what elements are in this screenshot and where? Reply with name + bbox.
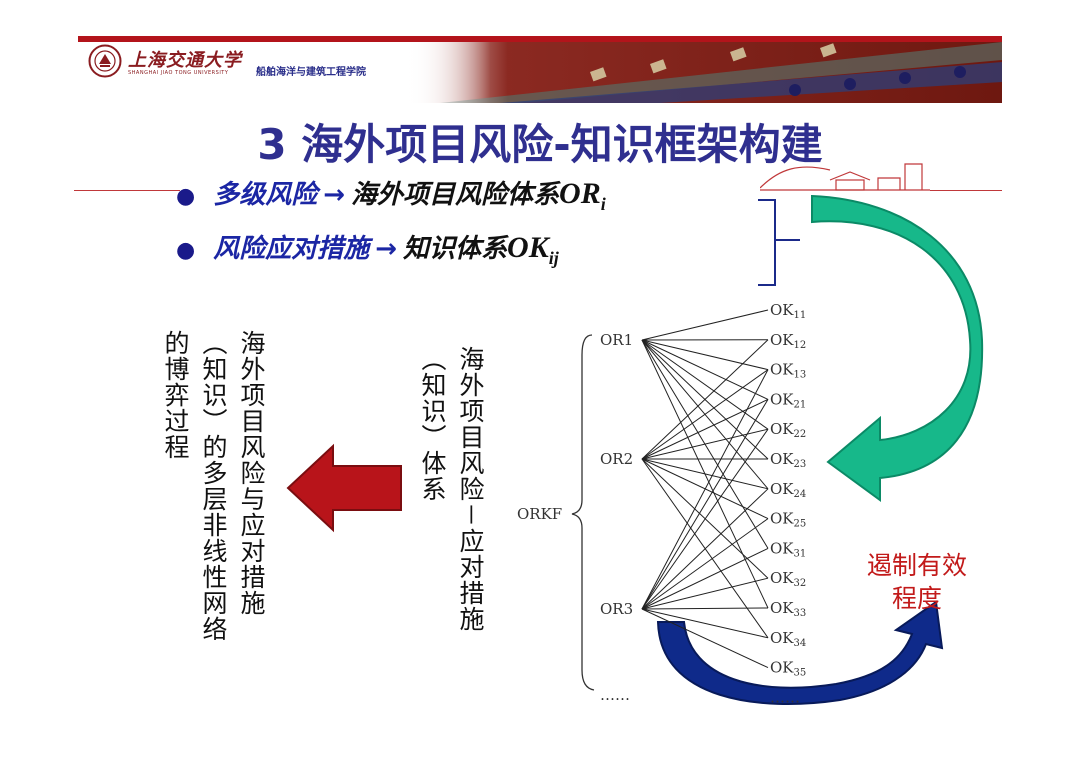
- network-knowledge-nodes: OK11OK12OK13OK21OK22OK23OK24OK25OK31OK32…: [770, 301, 806, 706]
- left-text-line: 的博弈过程: [161, 330, 190, 460]
- knowledge-node-label: OK12: [770, 331, 806, 351]
- network-link: [641, 607, 769, 610]
- knowledge-node-label: OK13: [770, 361, 806, 381]
- network-root-label: ORKF: [517, 505, 562, 523]
- network-link: [641, 369, 769, 610]
- knowledge-node-label: OK22: [770, 420, 806, 440]
- network-link: [641, 369, 769, 460]
- bullet-suffix: 知识体系: [403, 234, 508, 264]
- network-link: [641, 339, 769, 460]
- bullet-dot-icon: ●: [176, 238, 196, 263]
- network-link: [641, 608, 769, 639]
- network-link: [641, 309, 769, 341]
- network-link: [641, 458, 769, 490]
- bullet-symbol: ORi: [559, 177, 606, 214]
- network-link: [641, 339, 769, 400]
- network-link: [641, 399, 769, 610]
- network-link: [641, 428, 769, 460]
- university-seal-icon: [88, 44, 122, 82]
- header-red-bar: [78, 36, 1002, 42]
- bullet-prefix: 多级风险: [213, 180, 318, 210]
- left-vertical-text: 海外项目风险与应对措施 （知识）的多层非线性网络 的博弈过程: [156, 330, 270, 642]
- bullet-prefix: 风险应对措施: [213, 234, 370, 264]
- university-name-cn: 上海交通大学: [128, 50, 242, 71]
- university-name-en: SHANGHAI JIAO TONG UNIVERSITY: [128, 70, 229, 76]
- arrow-right-icon: →: [375, 234, 398, 264]
- bullet-multilevel-risk: ● 多级风险→海外项目风险体系ORi: [176, 174, 606, 215]
- arrow-right-icon: →: [323, 180, 346, 210]
- left-text-line: （知识）的多层非线性网络: [199, 330, 228, 642]
- network-link: [641, 577, 769, 610]
- skyline-outline-icon: [759, 158, 940, 198]
- knowledge-node-label: OK25: [770, 510, 806, 530]
- knowledge-node-label: ……: [770, 688, 800, 706]
- bullet-bracket: [758, 199, 800, 286]
- bullet-symbol: OKij: [507, 231, 559, 268]
- bullet-dot-icon: ●: [176, 184, 196, 209]
- knowledge-node-label: OK24: [770, 480, 806, 500]
- divider-line-left: [74, 190, 180, 191]
- knowledge-node-label: OK21: [770, 390, 806, 410]
- middle-text-line: 海外项目风险－应对措施: [456, 346, 485, 633]
- divider-line-right: [930, 190, 1002, 191]
- network-link: [641, 398, 769, 460]
- network-link: [641, 488, 769, 610]
- middle-text-line: （知识）体系: [418, 346, 447, 502]
- slide-title: 3 海外项目风险-知识框架构建: [257, 120, 823, 169]
- knowledge-node-label: OK11: [770, 301, 806, 321]
- knowledge-node-label: OK34: [770, 629, 806, 649]
- red-left-arrow-icon: [286, 443, 402, 533]
- knowledge-node-label: OK23: [770, 450, 806, 470]
- middle-vertical-text: 海外项目风险－应对措施 （知识）体系: [413, 346, 489, 632]
- knowledge-node-label: OK33: [770, 599, 806, 619]
- risk-node-label: OR2: [600, 450, 633, 468]
- knowledge-node-label: OK32: [770, 569, 806, 589]
- network-link: [641, 608, 769, 669]
- blue-curved-arrow-icon: [656, 600, 944, 705]
- bullet-risk-response: ● 风险应对措施→知识体系OKij: [176, 228, 559, 269]
- risk-node-label: OR1: [600, 331, 633, 349]
- risk-node-label: OR3: [600, 600, 633, 618]
- network-link: [641, 339, 769, 430]
- bullet-suffix: 海外项目风险体系: [351, 180, 560, 210]
- network-link: [641, 339, 769, 371]
- orkf-brace: [571, 334, 595, 691]
- network-link: [641, 547, 769, 610]
- left-text-line: 海外项目风险与应对措施: [237, 330, 266, 616]
- school-name: 船舶海洋与建筑工程学院: [256, 67, 366, 78]
- network-link: [641, 518, 769, 610]
- knowledge-node-label: OK31: [770, 539, 806, 559]
- suppression-effectiveness-label: 遏制有效程度: [866, 551, 967, 613]
- network-links: [641, 309, 769, 669]
- green-curved-arrow-icon: [811, 194, 984, 502]
- network-link: [641, 428, 769, 610]
- knowledge-node-label: OK35: [770, 659, 806, 679]
- risk-node-label: ……: [600, 686, 630, 704]
- header-logo-area: [78, 42, 508, 103]
